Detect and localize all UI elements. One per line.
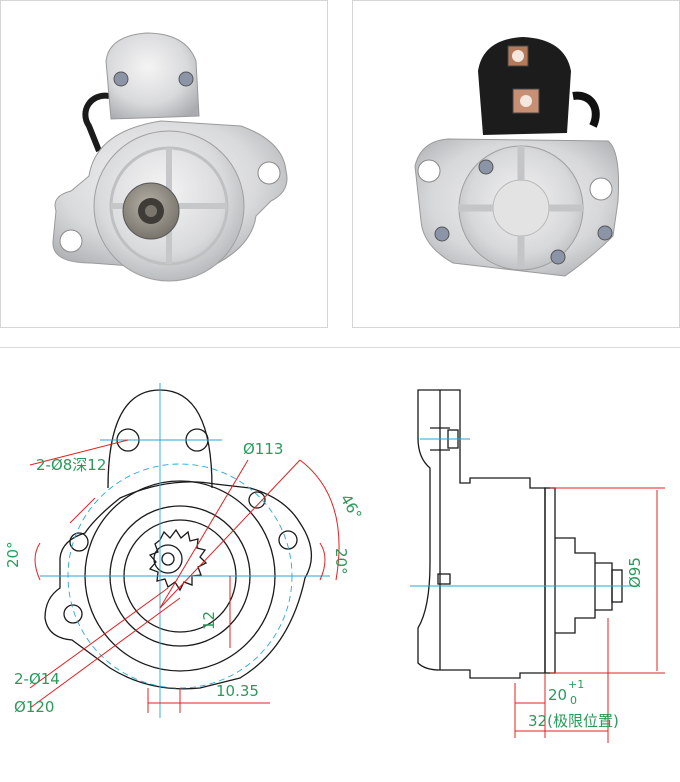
- dim-12-label: 12: [200, 611, 218, 630]
- tolerance-plus-label: +1: [568, 678, 584, 691]
- tolerance-zero-label: 0: [570, 694, 577, 707]
- starter-rear-photo: [414, 37, 620, 277]
- holes-14-label: 2-Ø14: [14, 670, 60, 688]
- dim-10-35-label: 10.35: [216, 682, 259, 700]
- side-view-outline: [417, 389, 623, 679]
- technical-drawing-panel: 2-Ø8深12 Ø113 46° 20° 20° 12 2-Ø14 Ø120 1…: [0, 347, 680, 781]
- front-view-outline: [44, 389, 312, 690]
- starter-front-photo: [52, 32, 288, 282]
- dim-20-label: 20: [548, 686, 567, 704]
- angle-20-left-label: 20°: [4, 541, 22, 568]
- angle-20-right-label: 20°: [332, 548, 350, 575]
- dia-113-label: Ø113: [243, 440, 283, 458]
- angle-46-label: 46°: [337, 491, 366, 523]
- holes-8-label: 2-Ø8深12: [36, 456, 106, 474]
- dimension-drawing: 2-Ø8深12 Ø113 46° 20° 20° 12 2-Ø14 Ø120 1…: [4, 383, 665, 743]
- front-photo-panel: [0, 0, 328, 328]
- dim-32-label: 32(极限位置): [528, 712, 619, 730]
- side-view-dimensions: [514, 487, 665, 743]
- front-view-dimensions: [29, 439, 340, 713]
- dia-120-label: Ø120: [14, 698, 54, 716]
- rear-photo-panel: [352, 0, 680, 328]
- side-view-centerlines: [410, 438, 640, 587]
- dia-95-label: Ø95: [626, 557, 644, 588]
